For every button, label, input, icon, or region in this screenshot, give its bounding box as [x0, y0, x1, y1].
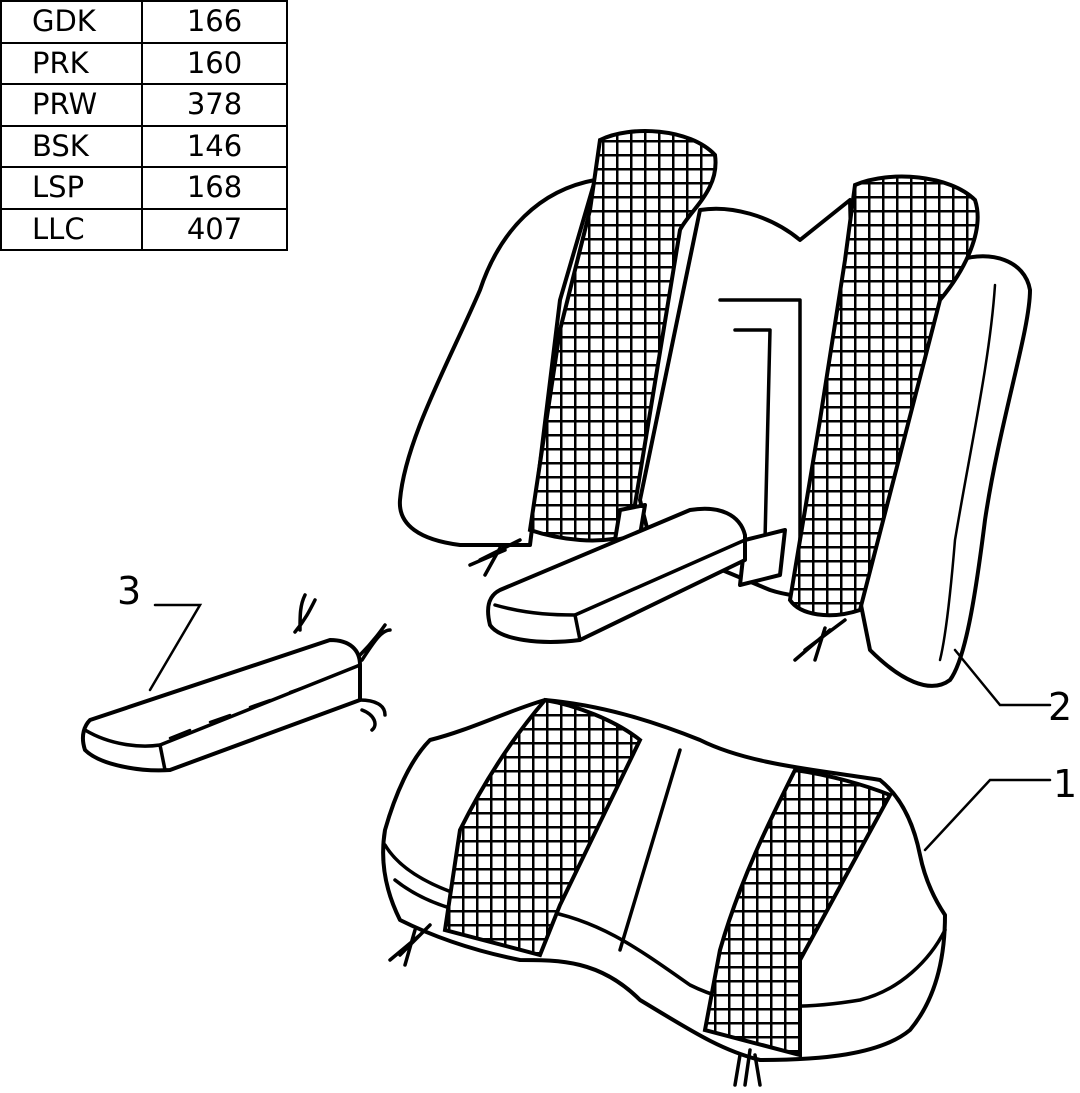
seat-cushion-front-edge: [383, 843, 947, 1008]
leader-line-2: [953, 648, 1052, 707]
code-row: PRW 378: [0, 83, 288, 127]
code-row: GDK 166: [0, 0, 288, 44]
armrest-fastener-right: [358, 623, 392, 662]
code-cell: PRW: [0, 83, 143, 127]
callout-2: 2: [1048, 685, 1073, 729]
backrest-fastener-left: [468, 538, 522, 577]
armrest-fastener-bottom: [358, 698, 387, 732]
code-table: GDK 166 PRK 160 PRW 378 BSK 146 LSP 168 …: [0, 0, 288, 251]
value-cell: 168: [141, 166, 288, 210]
code-cell: GDK: [0, 0, 143, 44]
value-cell: 160: [141, 41, 288, 85]
belt-buckle-right: [738, 528, 787, 587]
armrest: [80, 593, 392, 773]
backrest-left-plaid-strip: [527, 129, 718, 543]
code-cell: BSK: [0, 124, 143, 168]
backrest-left-bolster: [397, 178, 597, 547]
code-row: PRK 160: [0, 41, 288, 85]
code-row: BSK 146: [0, 124, 288, 168]
backrest-armrest-folded: [486, 506, 747, 644]
callout-3: 3: [117, 569, 142, 613]
callout-1: 1: [1053, 762, 1078, 806]
leader-line-3: [148, 603, 203, 692]
armrest-body: [80, 638, 362, 773]
backrest-right-seam: [938, 283, 997, 662]
seat-right-plaid-strip: [702, 767, 893, 1058]
backrest-fastener-right: [793, 618, 847, 662]
armrest-stitch-line: [168, 671, 342, 740]
backrest-center-edge: [718, 298, 802, 562]
armrest-folded-corner: [573, 613, 582, 642]
seat-cushion: [381, 697, 947, 1087]
backrest-right-plaid-strip: [787, 174, 980, 618]
leader-line-1: [923, 778, 1052, 852]
value-cell: 407: [141, 207, 288, 251]
code-cell: LSP: [0, 166, 143, 210]
value-cell: 146: [141, 124, 288, 168]
code-row: LSP 168: [0, 166, 288, 210]
seat-backrest: [397, 129, 1032, 688]
code-row: LLC 407: [0, 207, 288, 251]
seat-left-plaid-strip: [442, 697, 643, 958]
armrest-corner: [158, 743, 167, 772]
backrest-center-recess: [733, 328, 772, 542]
value-cell: 378: [141, 83, 288, 127]
seat-fastener-front: [733, 1048, 762, 1087]
code-cell: LLC: [0, 207, 143, 251]
backrest-right-bolster: [858, 254, 1032, 688]
seat-cushion-center-seam: [618, 748, 682, 952]
seat-fastener-left: [388, 923, 432, 967]
armrest-fastener-top: [293, 593, 317, 634]
code-cell: PRK: [0, 41, 143, 85]
value-cell: 166: [141, 0, 288, 44]
